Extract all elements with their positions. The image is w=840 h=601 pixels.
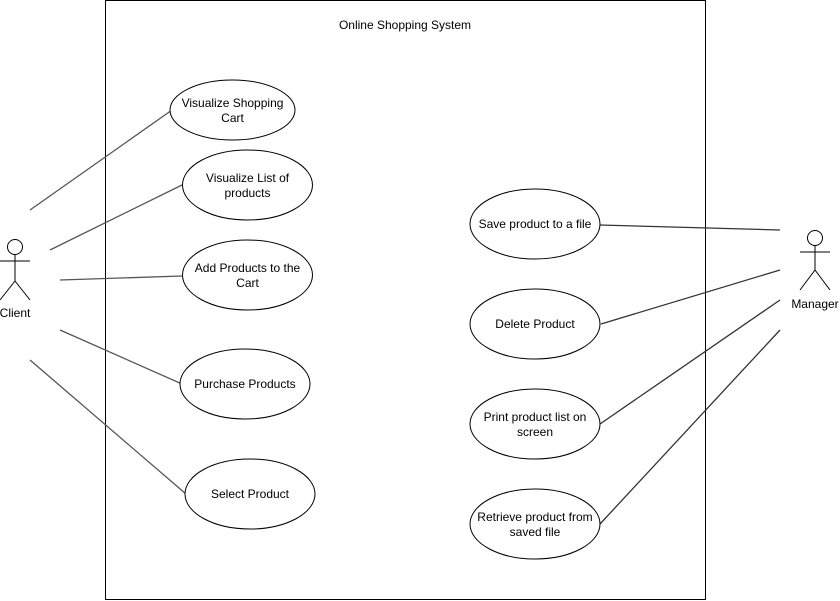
use-case-purchase-products: Purchase Products <box>179 348 311 420</box>
use-case-label-line-1: Add Products to the <box>195 261 301 275</box>
use-case-label: Select Product <box>211 487 290 501</box>
use-case-label: Purchase Products <box>194 377 295 391</box>
use-case-visualize-shopping-cart: Visualize Shopping Cart <box>169 79 296 141</box>
use-case-label-line-1: Visualize List of <box>206 171 290 185</box>
use-case-label-line-2: Cart <box>221 111 244 125</box>
use-case-visualize-list-of-products: Visualize List of products <box>182 149 313 221</box>
use-case-label-line-1: Print product list on <box>484 410 587 424</box>
association-manager-retrieve-product <box>599 329 781 525</box>
use-case-add-products-to-cart: Add Products to the Cart <box>182 239 313 311</box>
association-client-visualize-cart <box>29 109 173 211</box>
system-title: Online Shopping System <box>339 18 471 32</box>
use-case-label-line-1: Visualize Shopping <box>182 96 284 110</box>
associations <box>29 109 781 525</box>
association-client-visualize-list <box>49 183 185 251</box>
use-case-label-line-2: saved file <box>510 525 561 539</box>
association-manager-delete-product <box>600 269 781 325</box>
stick-figure-icon <box>799 230 831 291</box>
use-case-label-line-2: Cart <box>236 276 259 290</box>
use-case-label: Save product to a file <box>479 217 592 231</box>
association-client-add-products <box>59 275 183 281</box>
association-client-select-product <box>29 359 187 495</box>
use-case-label-line-2: screen <box>517 425 553 439</box>
use-case-label-line-2: products <box>224 186 270 200</box>
use-case-print-product-list: Print product list on screen <box>469 388 601 460</box>
association-manager-save-product <box>599 224 781 231</box>
use-case-save-product-to-file: Save product to a file <box>469 188 601 260</box>
actor-manager: Manager <box>791 230 839 311</box>
use-case-label-line-1: Retrieve product from <box>477 510 592 524</box>
actor-client: Client <box>0 239 31 320</box>
use-case-delete-product: Delete Product <box>469 288 601 360</box>
use-case-retrieve-product-from-file: Retrieve product from saved file <box>469 488 601 560</box>
use-case-label: Delete Product <box>495 317 575 331</box>
actor-manager-label: Manager <box>791 297 838 311</box>
association-manager-print-list <box>599 299 781 425</box>
actor-client-label: Client <box>0 306 31 320</box>
use-case-select-product: Select Product <box>184 458 316 530</box>
stick-figure-icon <box>0 239 31 301</box>
association-client-purchase-products <box>59 329 183 385</box>
